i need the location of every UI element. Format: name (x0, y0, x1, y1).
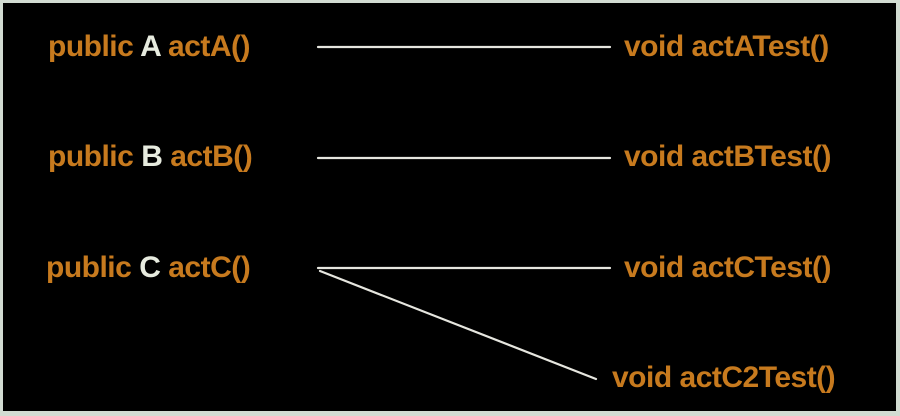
method-c-type: C (139, 251, 161, 284)
method-c-modifier: public (46, 251, 132, 284)
method-a: public A actA() (48, 30, 251, 64)
connector-c2-line (318, 269, 598, 381)
method-b: public B actB() (48, 140, 253, 174)
test-c-name: actCTest() (691, 251, 832, 284)
test-a-return: void (624, 30, 684, 63)
test-c-return: void (624, 251, 684, 284)
test-c: void actCTest() (624, 251, 831, 285)
test-b-return: void (624, 140, 684, 173)
method-a-name: actA() (167, 30, 251, 63)
test-c2-return: void (612, 361, 672, 394)
method-c: public C actC() (46, 251, 251, 285)
test-c2-name: actC2Test() (679, 361, 836, 394)
method-b-name: actB() (170, 140, 253, 173)
method-a-modifier: public (48, 30, 134, 63)
method-b-type: B (141, 140, 163, 173)
test-b-name: actBTest() (691, 140, 832, 173)
test-a: void actATest() (624, 30, 829, 64)
test-b: void actBTest() (624, 140, 831, 174)
diagram-canvas (3, 3, 896, 411)
test-a-name: actATest() (691, 30, 830, 63)
method-a-type: A (140, 30, 161, 63)
test-c2: void actC2Test() (612, 361, 836, 395)
method-b-modifier: public (48, 140, 134, 173)
method-c-name: actC() (168, 251, 251, 284)
